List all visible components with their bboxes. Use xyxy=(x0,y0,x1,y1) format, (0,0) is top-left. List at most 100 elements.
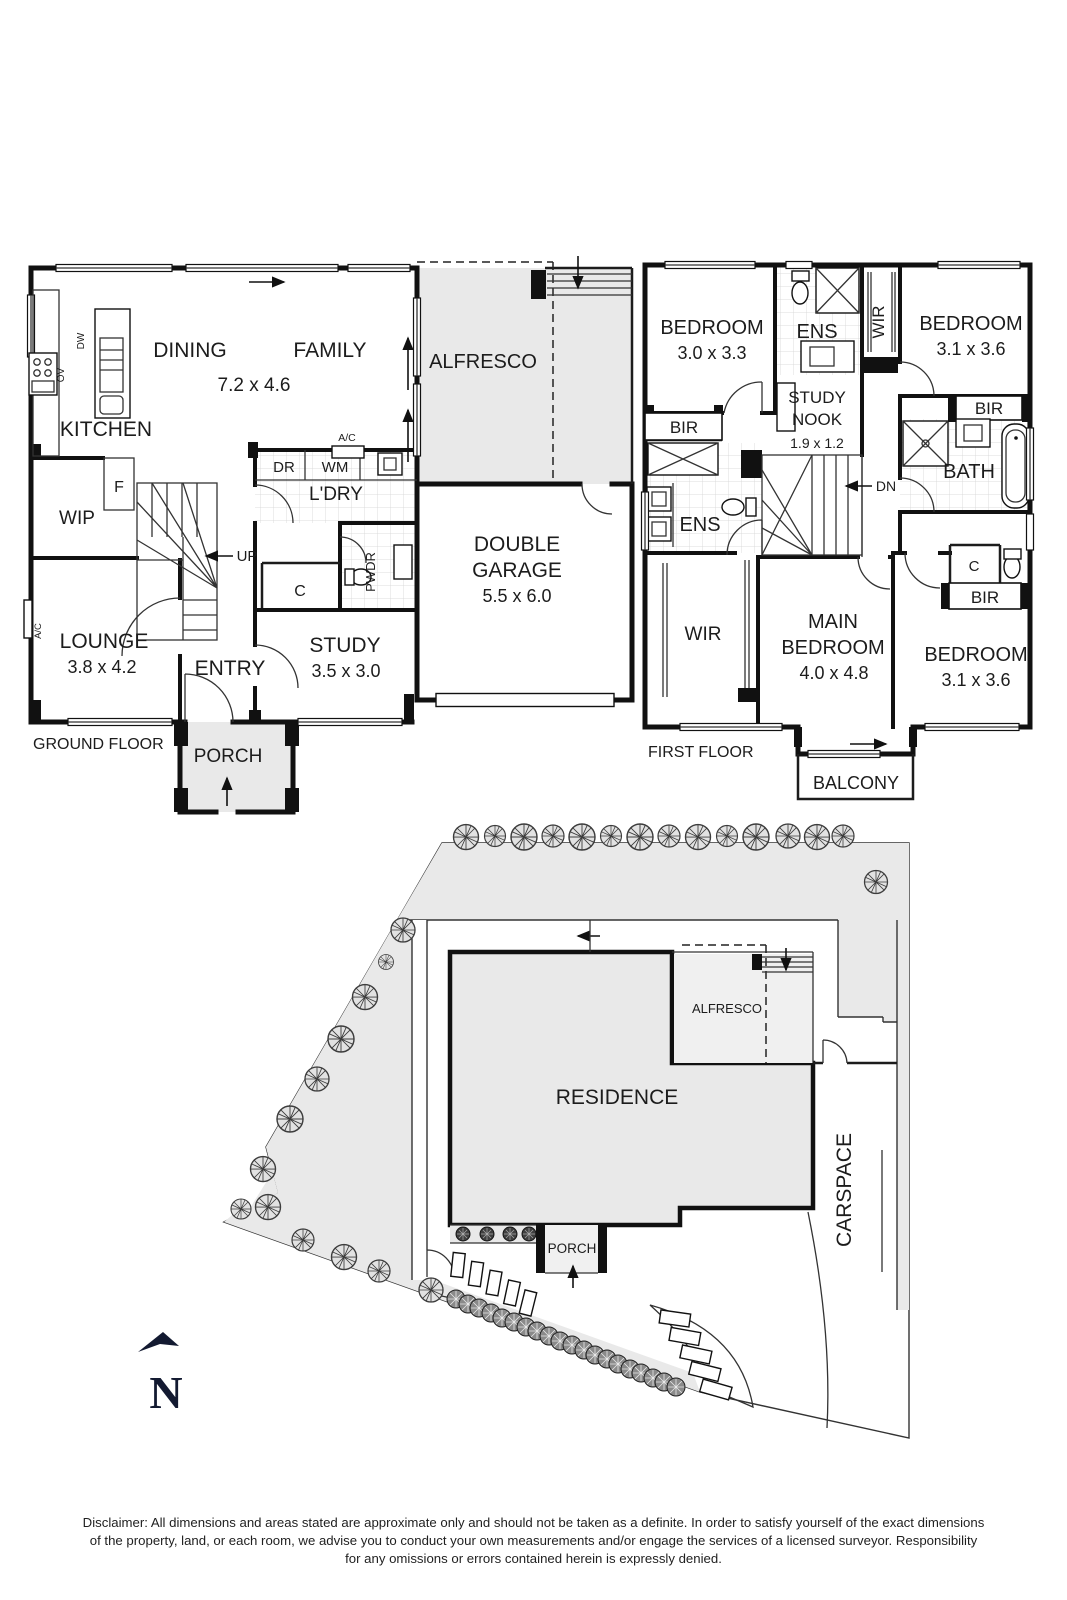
floor-title-ground: GROUND FLOOR xyxy=(33,736,164,753)
room-label-ens1: ENS xyxy=(796,321,837,343)
room-label-family: FAMILY xyxy=(293,339,366,362)
room-label-wir1: WIR xyxy=(869,305,888,338)
site-label-carspace: CARSPACE xyxy=(833,1133,856,1247)
dims-garage: 5.5 x 6.0 xyxy=(482,586,551,606)
toilet-icon-ens1 xyxy=(791,270,810,305)
toilet-icon-ens2 xyxy=(721,497,757,517)
room-label-bed3: BEDROOM xyxy=(924,644,1027,666)
side-gate xyxy=(813,1039,897,1065)
toilet-icon-wc xyxy=(1003,548,1022,579)
site-plan: ALFRESCO RESIDENCE CARSPACE PORCH xyxy=(222,823,910,1439)
shower-icon-bath xyxy=(902,420,949,467)
room-label-lounge: LOUNGE xyxy=(60,630,149,653)
room-label-powder: PWDR xyxy=(363,552,378,592)
disclaimer-line-3: for any omissions or errors contained he… xyxy=(345,1551,722,1566)
room-label-bed1: BEDROOM xyxy=(660,317,763,339)
dims-nook: 1.9 x 1.2 xyxy=(790,435,844,451)
porch-area xyxy=(180,722,293,812)
study-nook-desk xyxy=(776,382,796,432)
room-label-bed2: BEDROOM xyxy=(919,313,1022,335)
step-path xyxy=(649,1304,754,1409)
first-windows xyxy=(640,260,1035,759)
room-label-wir2: WIR xyxy=(685,624,722,645)
room-label-nook-1: STUDY xyxy=(788,388,846,407)
toilet-icon xyxy=(344,544,413,586)
lounge-ac-icon xyxy=(23,599,33,639)
dims-bed3: 3.1 x 3.6 xyxy=(941,670,1010,690)
ground-windows xyxy=(26,263,422,727)
room-label-ens2: ENS xyxy=(679,514,720,536)
room-label-laundry: L'DRY xyxy=(309,484,363,505)
bathtub-icon xyxy=(1001,423,1030,509)
vanity-icon-bath xyxy=(955,418,991,448)
ground-floor-plan: DINING FAMILY 7.2 x 4.6 KITCHEN WIP F UP… xyxy=(23,256,635,815)
room-label-kitchen: KITCHEN xyxy=(60,418,152,441)
disclaimer-line-1: Disclaimer: All dimensions and areas sta… xyxy=(82,1515,985,1530)
label-ac: A/C xyxy=(338,432,356,444)
label-washer: WM xyxy=(322,459,349,476)
dims-main: 4.0 x 4.8 xyxy=(799,663,868,683)
label-bir-3: BIR xyxy=(971,588,999,607)
garage-door xyxy=(435,692,615,708)
driveway xyxy=(807,1150,883,1429)
room-label-alfresco: ALFRESCO xyxy=(429,351,537,373)
site-alfresco xyxy=(672,944,814,1063)
label-dishwasher: DW xyxy=(76,332,87,349)
label-dryer: DR xyxy=(273,459,295,476)
first-door-swings xyxy=(723,361,941,590)
bir-box-2 xyxy=(955,395,1023,421)
north-arrow-icon xyxy=(138,1332,179,1352)
room-label-dining: DINING xyxy=(153,339,227,362)
side-path xyxy=(412,920,427,1280)
first-walls xyxy=(642,262,1033,801)
room-label-main-2: BEDROOM xyxy=(781,637,884,659)
east-garden-strip xyxy=(897,920,909,1310)
label-down: DN xyxy=(876,478,896,494)
site-label-porch: PORCH xyxy=(548,1241,597,1256)
stairs-down-icon xyxy=(761,454,872,556)
northeast-garden xyxy=(838,920,897,1022)
bir-box-1 xyxy=(644,412,723,441)
room-label-porch: PORCH xyxy=(194,746,263,767)
dims-study: 3.5 x 3.0 xyxy=(311,661,380,681)
dims-bed1: 3.0 x 3.3 xyxy=(677,343,746,363)
site-label-alfresco: ALFRESCO xyxy=(692,1001,762,1016)
laundry-bench-icon xyxy=(255,445,417,481)
stove-icon xyxy=(28,352,58,396)
disclaimer: Disclaimer: All dimensions and areas sta… xyxy=(0,1514,1067,1568)
dims-lounge: 3.8 x 4.2 xyxy=(67,657,136,677)
room-label-entry: ENTRY xyxy=(195,657,266,680)
alfresco-area xyxy=(417,268,632,484)
floor-title-first: FIRST FLOOR xyxy=(648,744,754,761)
kitchen-island-icon xyxy=(94,308,131,419)
shower-icon-ens1 xyxy=(815,267,860,314)
stairs-up-icon xyxy=(136,482,233,641)
label-ac-lounge: A/C xyxy=(33,623,44,639)
vanity-icon-ens1 xyxy=(800,340,855,373)
wir-rails-top xyxy=(867,272,896,352)
site-porch xyxy=(536,1225,607,1288)
label-up: UP xyxy=(237,548,258,565)
site-label-residence: RESIDENCE xyxy=(556,1086,679,1109)
room-label-main-1: MAIN xyxy=(808,611,858,633)
label-closet: C xyxy=(294,583,306,600)
room-label-bath: BATH xyxy=(943,461,995,483)
disclaimer-line-2: of the property, land, or each room, we … xyxy=(89,1533,978,1548)
ground-door-swings xyxy=(121,483,613,723)
shower-icon-ens2 xyxy=(647,442,719,476)
ground-arrows xyxy=(221,276,414,806)
label-fridge: F xyxy=(114,479,124,496)
garden-bed xyxy=(450,1224,537,1244)
north-compass: N xyxy=(138,1332,183,1418)
north-garden-band xyxy=(397,843,909,920)
room-label-study: STUDY xyxy=(309,634,380,657)
first-floor-plan: BEDROOM 3.0 x 3.3 ENS WIR BEDROOM 3.1 x … xyxy=(640,260,1035,801)
dims-bed2: 3.1 x 3.6 xyxy=(936,339,1005,359)
vanity-icon-ens2 xyxy=(646,483,674,547)
hedge xyxy=(446,1289,686,1397)
label-closet-2: C xyxy=(969,558,980,575)
dims-dining-family: 7.2 x 4.6 xyxy=(218,375,291,396)
wir-rails-bottom xyxy=(662,560,758,702)
